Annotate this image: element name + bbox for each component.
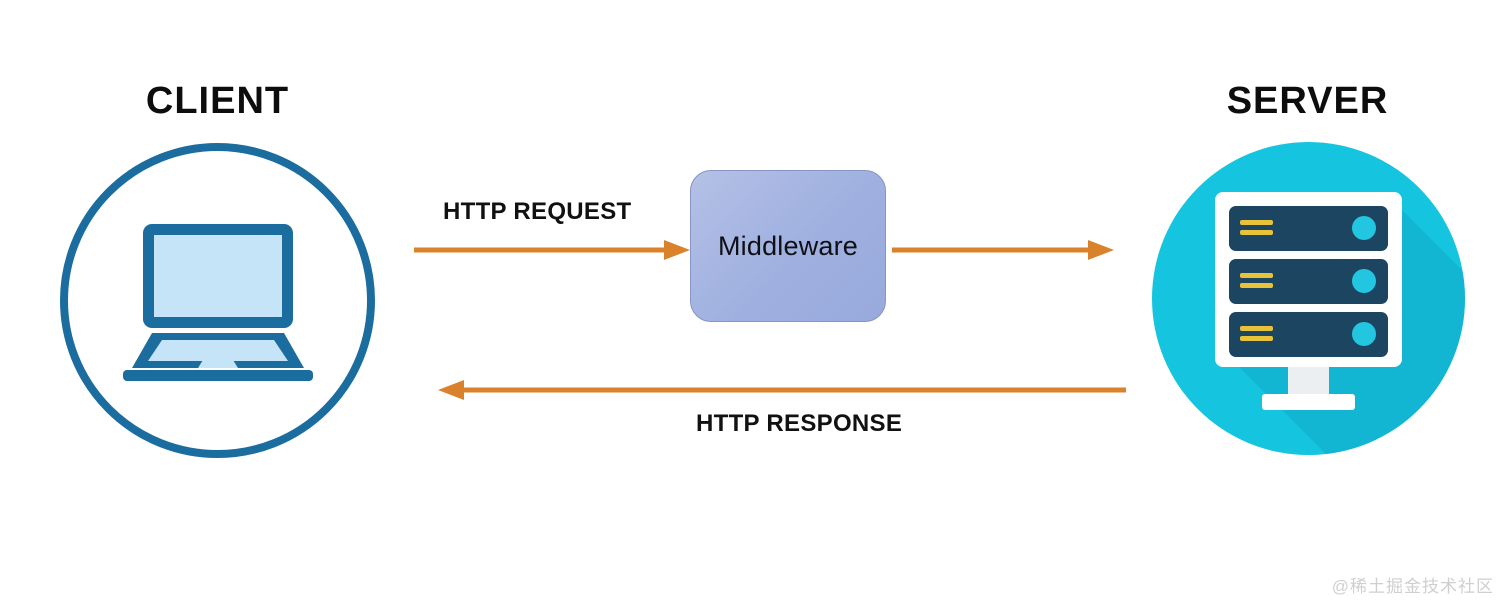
http-request-arrow-middleware-to-server bbox=[892, 240, 1114, 260]
middleware-label: Middleware bbox=[717, 230, 859, 261]
middleware-box[interactable]: Middleware bbox=[690, 170, 886, 322]
server-rack-icon bbox=[1152, 142, 1465, 455]
server-circle bbox=[1152, 142, 1465, 455]
laptop-icon bbox=[123, 224, 313, 381]
http-request-label: HTTP REQUEST bbox=[443, 198, 632, 225]
http-response-arrow-server-to-client bbox=[438, 380, 1126, 400]
http-response-label: HTTP RESPONSE bbox=[696, 410, 903, 437]
client-title: CLIENT bbox=[145, 80, 290, 122]
http-request-arrow-client-to-middleware bbox=[414, 240, 690, 260]
server-title: SERVER bbox=[1226, 80, 1389, 122]
client-circle bbox=[60, 143, 375, 458]
watermark: @稀土掘金技术社区 bbox=[1331, 577, 1494, 596]
